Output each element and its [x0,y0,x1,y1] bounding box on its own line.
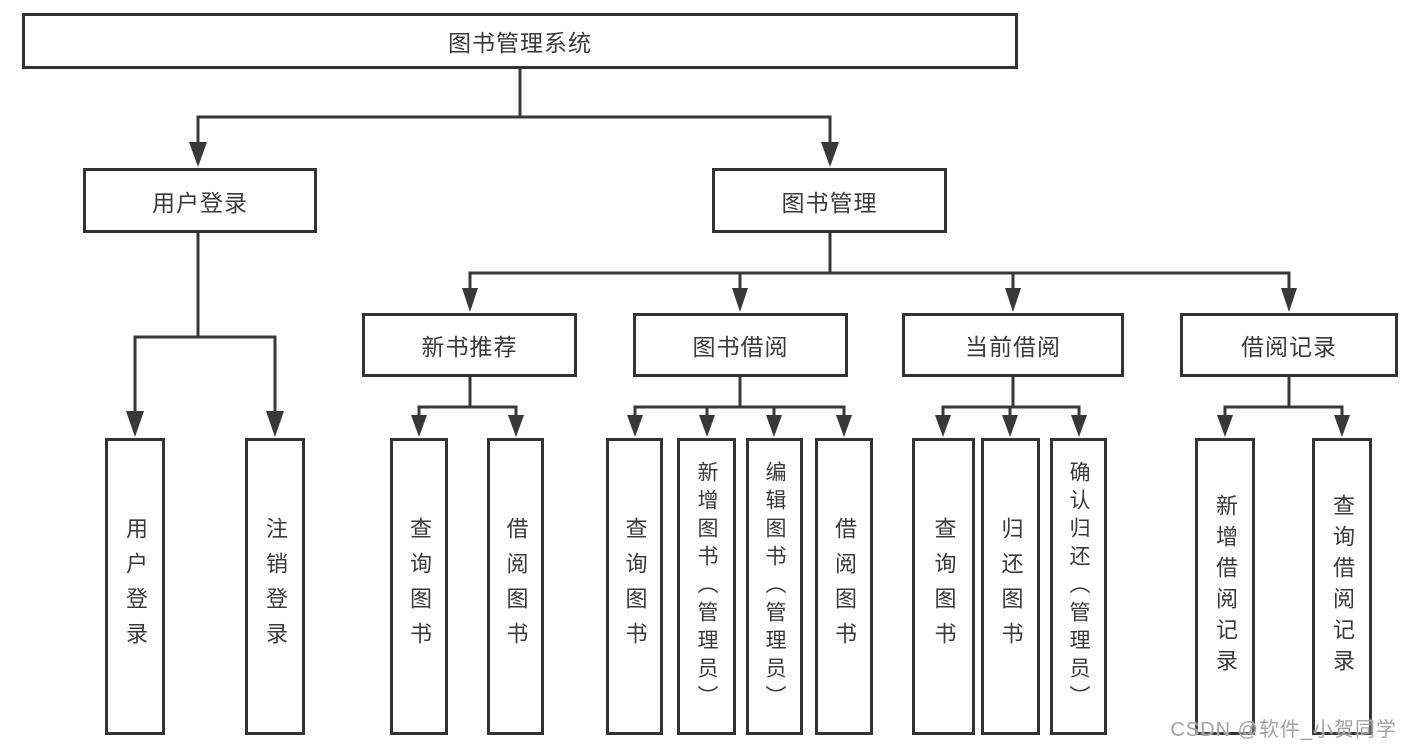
connector-book-mgmt-to-level3 [462,233,1297,312]
node-book-borrow: 图书借阅 [633,313,848,377]
connector-borrow-record-to-leaves [1217,377,1350,437]
connector-root-to-level2 [189,69,839,167]
connector-new-book-rec-to-leaves [411,377,524,437]
connector-user-login-to-leaves [126,233,284,437]
node-root: 图书管理系统 [22,13,1018,69]
node-book-management: 图书管理 [712,168,947,233]
leaf-bb-edit-books-admin: 编辑图书（管理员） [746,438,803,735]
leaf-bb-borrow-books: 借阅图书 [815,438,873,735]
leaf-cb-return-books-label: 归还图书 [998,516,1024,657]
connector-book-borrow-to-leaves [627,377,852,437]
leaf-nbr-query-books-label: 查询图书 [407,516,432,657]
leaf-bb-add-books-admin-label: 新增图书（管理员） [695,460,718,713]
leaf-bb-add-books-admin: 新增图书（管理员） [677,438,736,735]
node-current-borrow: 当前借阅 [902,313,1124,377]
leaf-logout: 注销登录 [245,438,305,735]
leaf-user-login-label: 用户登录 [123,516,148,657]
leaf-nbr-borrow-books: 借阅图书 [487,438,544,735]
leaf-cb-return-books: 归还图书 [981,438,1040,735]
leaf-bb-edit-books-admin-label: 编辑图书（管理员） [763,460,786,713]
leaf-cb-query-books-label: 查询图书 [931,516,957,657]
csdn-watermark: CSDN @软件_小贺同学 [1170,719,1397,741]
leaf-cb-query-books: 查询图书 [912,438,975,735]
leaf-user-login: 用户登录 [105,438,165,735]
node-new-book-recommend: 新书推荐 [362,313,577,377]
leaf-bb-query-books: 查询图书 [606,438,663,735]
node-borrow-records: 借阅记录 [1180,313,1398,377]
leaf-nbr-borrow-books-label: 借阅图书 [503,516,529,657]
leaf-logout-label: 注销登录 [263,516,288,657]
leaf-cb-confirm-return-admin-label: 确认归还（管理员） [1067,460,1090,713]
connector-current-borrow-to-leaves [935,377,1087,437]
leaf-bb-query-books-label: 查询图书 [622,516,648,657]
leaf-br-query-record-label: 查询借阅记录 [1330,493,1355,680]
leaf-nbr-query-books: 查询图书 [390,438,448,735]
node-user-login: 用户登录 [83,168,317,233]
leaf-br-query-record: 查询借阅记录 [1312,438,1372,735]
leaf-br-add-record: 新增借阅记录 [1195,438,1255,735]
leaf-cb-confirm-return-admin: 确认归还（管理员） [1050,438,1107,735]
leaf-br-add-record-label: 新增借阅记录 [1213,493,1238,680]
leaf-bb-borrow-books-label: 借阅图书 [832,516,857,657]
